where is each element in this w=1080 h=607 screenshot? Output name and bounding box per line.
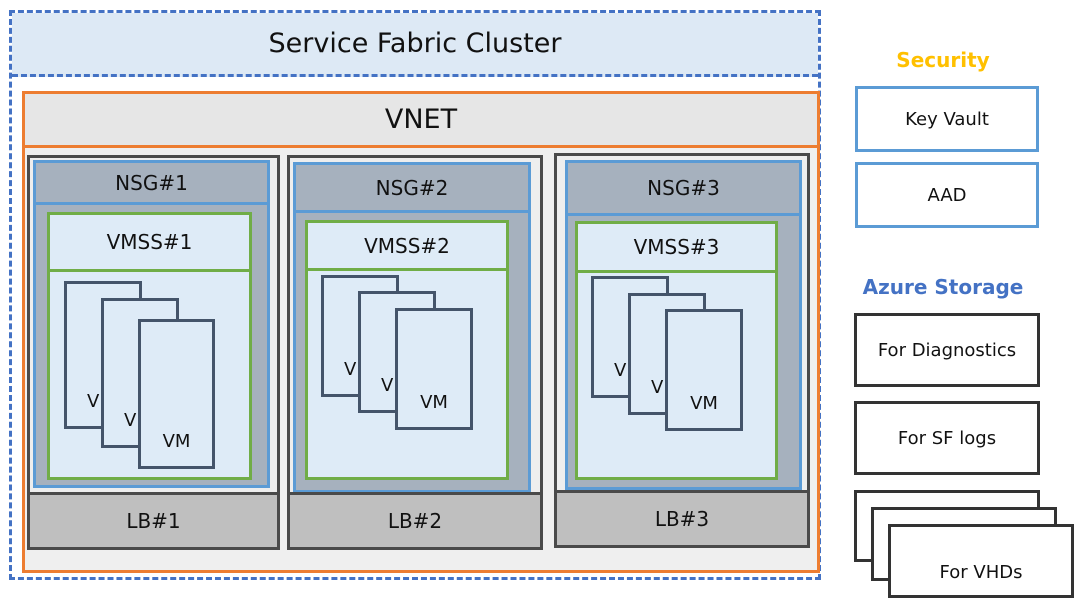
vhd-storage-box: For VHDs xyxy=(888,524,1074,598)
vmss-label: VMSS#3 xyxy=(578,224,775,273)
vmss-label: VMSS#2 xyxy=(308,223,506,271)
vm-1c: VM xyxy=(138,319,215,469)
vm-3c: VM xyxy=(665,309,743,431)
security-title: Security xyxy=(896,48,990,72)
diagnostics-storage-box: For Diagnostics xyxy=(854,313,1040,387)
vnet-title: VNET xyxy=(25,94,817,148)
vm-2c: VM xyxy=(395,308,473,430)
sf-logs-storage-box: For SF logs xyxy=(854,401,1040,475)
cluster-title: Service Fabric Cluster xyxy=(12,13,818,77)
lb-2: LB#2 xyxy=(287,492,543,550)
nsg-label: NSG#3 xyxy=(568,163,799,216)
lb-3: LB#3 xyxy=(554,490,810,548)
nsg-label: NSG#1 xyxy=(36,163,267,205)
key-vault-box: Key Vault xyxy=(855,86,1039,152)
vmss-label: VMSS#1 xyxy=(50,215,249,272)
aad-box: AAD xyxy=(855,162,1039,228)
lb-1: LB#1 xyxy=(27,492,280,550)
nsg-label: NSG#2 xyxy=(296,165,528,213)
storage-title: Azure Storage xyxy=(862,275,1024,299)
